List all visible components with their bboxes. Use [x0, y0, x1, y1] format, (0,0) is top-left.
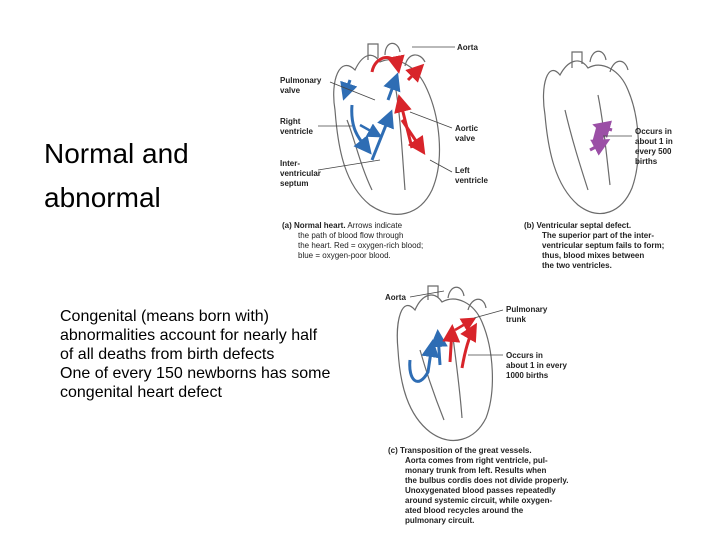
body-line: of all deaths from birth defects — [60, 346, 275, 363]
label-right-ventricle: Right — [280, 117, 301, 126]
normal-heart-drawing — [333, 42, 441, 215]
vsd-occurs-2: about 1 in — [635, 137, 673, 146]
caption-c-line: the bulbus cordis does not divide proper… — [405, 476, 568, 485]
title-line-1: Normal and — [44, 138, 189, 169]
caption-c-line: monary trunk from left. Results when — [405, 466, 546, 475]
caption-a-line: the path of blood flow through — [298, 231, 403, 240]
label-left-ventricle: Left — [455, 166, 470, 175]
normal-heart-labels: Aorta Pulmonary valve Right ventricle Ao… — [280, 43, 488, 188]
label-septum: Inter- — [280, 159, 300, 168]
caption-b-line: the two ventricles. — [542, 261, 612, 270]
tgv-occurs-2: about 1 in every — [506, 361, 567, 370]
tgv-occurs-3: 1000 births — [506, 371, 549, 380]
body-line: congenital heart defect — [60, 384, 222, 401]
body-line: Congenital (means born with) — [60, 308, 269, 325]
tgv-label-pulmonary-trunk: Pulmonary — [506, 305, 548, 314]
label-aorta: Aorta — [457, 43, 478, 52]
title-line-2: abnormal — [44, 182, 161, 213]
svg-text:(a) Normal heart. Arrows indic: (a) Normal heart. Arrows indicate — [282, 221, 403, 230]
label-septum-3: septum — [280, 179, 308, 188]
caption-c-line: ated blood recycles around the — [405, 506, 524, 515]
label-right-ventricle-2: ventricle — [280, 127, 313, 136]
body-line: One of every 150 newborns has some — [60, 365, 331, 382]
label-left-ventricle-2: ventricle — [455, 176, 488, 185]
vsd-occurs-3: every 500 — [635, 147, 672, 156]
caption-c-line: around systemic circuit, while oxygen- — [405, 496, 552, 505]
tgv-label-pulmonary-trunk-2: trunk — [506, 315, 527, 324]
caption-b-line: The superior part of the inter- — [542, 231, 654, 240]
caption-c: (c) Transposition of the great vessels. … — [388, 446, 568, 525]
caption-c-line: Aorta comes from right ventricle, pul- — [405, 456, 548, 465]
vsd-occurs-4: births — [635, 157, 658, 166]
caption-a-line: blue = oxygen-poor blood. — [298, 251, 391, 260]
vsd-heart-drawing — [542, 50, 639, 215]
caption-a-line: the heart. Red = oxygen-rich blood; — [298, 241, 423, 250]
caption-a-title: (a) Normal heart. — [282, 221, 346, 230]
label-aortic-valve-2: valve — [455, 134, 476, 143]
tgv-occurs: Occurs in — [506, 351, 543, 360]
caption-a-text: Arrows indicate — [346, 221, 403, 230]
label-pulmonary-valve-2: valve — [280, 86, 301, 95]
caption-b: (b) Ventricular septal defect. The super… — [524, 221, 664, 270]
caption-b-line: ventricular septum fails to form; — [542, 241, 664, 250]
slide-title: Normal and abnormal — [44, 132, 264, 220]
tgv-label-aorta: Aorta — [385, 293, 406, 302]
label-pulmonary-valve: Pulmonary — [280, 76, 322, 85]
caption-c-title: (c) Transposition of the great vessels. — [388, 446, 532, 455]
label-aortic-valve: Aortic — [455, 124, 479, 133]
caption-b-line: thus, blood mixes between — [542, 251, 644, 260]
caption-c-line: Unoxygenated blood passes repeatedly — [405, 486, 556, 495]
tgv-labels: Aorta Pulmonary trunk Occurs in about 1 … — [385, 290, 567, 380]
label-septum-2: ventricular — [280, 169, 321, 178]
body-text: Congenital (means born with) abnormaliti… — [60, 307, 390, 402]
vsd-occurs: Occurs in — [635, 127, 672, 136]
body-line: abnormalities account for nearly half — [60, 327, 318, 344]
vsd-labels: Occurs in about 1 in every 500 births — [603, 127, 673, 166]
caption-a: (a) Normal heart. Arrows indicate the pa… — [282, 221, 423, 260]
caption-b-title: (b) Ventricular septal defect. — [524, 221, 631, 230]
tgv-heart-drawing — [396, 285, 493, 441]
caption-c-line: pulmonary circuit. — [405, 516, 474, 525]
